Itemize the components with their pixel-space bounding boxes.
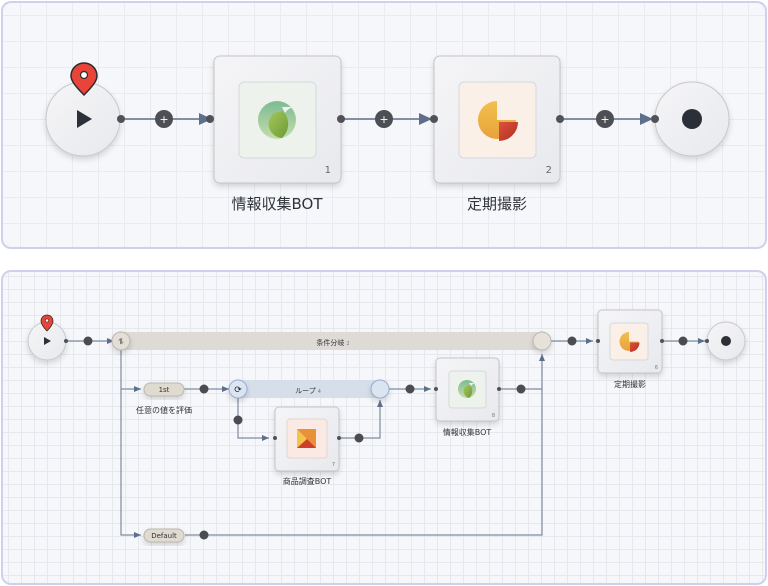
- node-label: 定期撮影: [614, 379, 646, 389]
- loop-node[interactable]: ⟳: [228, 379, 248, 399]
- add-step-button[interactable]: [199, 530, 209, 540]
- stop-dot-icon: [721, 336, 731, 346]
- loop-band[interactable]: [238, 380, 380, 398]
- arrowheads: [107, 338, 705, 538]
- add-step-button[interactable]: [678, 336, 688, 346]
- node-label: 商品調査BOT: [283, 476, 332, 486]
- end-node[interactable]: [651, 81, 730, 157]
- orange-triangle-icon: [297, 429, 316, 448]
- node-index: 8: [492, 413, 495, 419]
- plus-icon: +: [600, 113, 609, 126]
- branch-node[interactable]: ⥮: [111, 331, 131, 351]
- workflow-node-scheduled-capture[interactable]: 6: [596, 309, 664, 374]
- node-index: 7: [332, 462, 335, 468]
- orange-pie-icon: [478, 101, 518, 141]
- case-label: Default: [151, 532, 177, 540]
- node-label: 情報収集BOT: [232, 195, 324, 213]
- add-step-button[interactable]: [233, 415, 243, 425]
- loop-end-node[interactable]: [370, 379, 390, 399]
- add-step-button[interactable]: [354, 433, 364, 443]
- add-step-buttons[interactable]: [83, 336, 688, 540]
- add-step-button[interactable]: [199, 384, 209, 394]
- branch-icon: ⥮: [117, 337, 124, 346]
- green-crescent-icon: [458, 380, 478, 398]
- node-label: 情報収集BOT: [443, 427, 492, 437]
- node-index: 1: [325, 165, 331, 176]
- play-icon: [77, 110, 92, 128]
- green-crescent-icon: [258, 101, 299, 139]
- node-index: 6: [655, 365, 658, 371]
- location-pin-icon: [40, 314, 54, 332]
- end-node[interactable]: [705, 321, 746, 361]
- add-step-button[interactable]: +: [596, 110, 614, 128]
- branch-end-node[interactable]: [532, 331, 552, 351]
- node-label: 定期撮影: [467, 195, 527, 213]
- case-label: 1st: [159, 386, 170, 394]
- add-step-button[interactable]: [516, 384, 526, 394]
- add-step-button[interactable]: [567, 336, 577, 346]
- branch-band[interactable]: [121, 332, 543, 350]
- add-step-button[interactable]: +: [155, 110, 173, 128]
- plus-icon: +: [159, 113, 168, 126]
- stop-dot-icon: [682, 109, 702, 129]
- workflow-canvas-simple[interactable]: + + +: [1, 1, 767, 249]
- workflow-node-scheduled-capture[interactable]: 2: [430, 55, 564, 184]
- top-flow-diagram: + + +: [45, 55, 730, 213]
- loop-icon: ⟳: [234, 386, 242, 396]
- case-pill-1st[interactable]: 1st: [143, 382, 185, 397]
- add-step-button[interactable]: [405, 384, 415, 394]
- plus-icon: +: [379, 113, 388, 126]
- orange-pie-icon: [619, 332, 640, 352]
- workflow-node-info-bot[interactable]: 8: [434, 357, 501, 422]
- workflow-node-product-research-bot[interactable]: 7: [273, 406, 341, 472]
- add-step-button[interactable]: [83, 336, 93, 346]
- add-step-button[interactable]: +: [375, 110, 393, 128]
- case-pill-default[interactable]: Default: [143, 528, 185, 543]
- case-caption: 任意の値を評価: [136, 405, 192, 415]
- node-index: 2: [546, 165, 552, 176]
- play-icon: [44, 337, 51, 345]
- location-pin-icon: [70, 62, 98, 97]
- workflow-node-info-bot[interactable]: 1: [206, 55, 345, 184]
